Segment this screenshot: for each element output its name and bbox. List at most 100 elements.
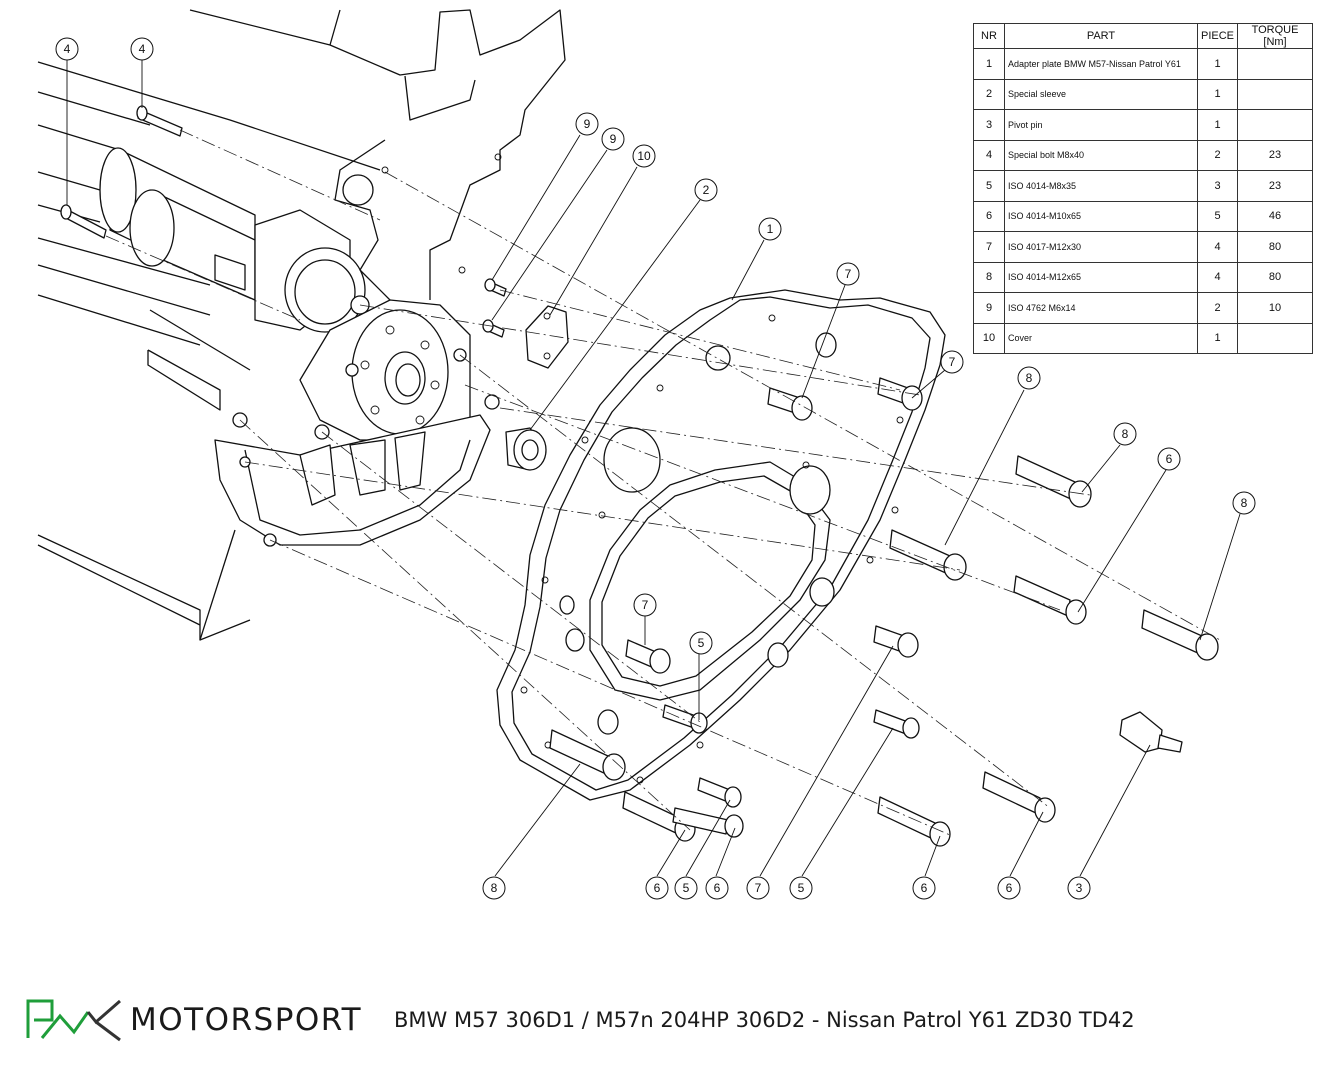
cell-torque: 80	[1237, 231, 1314, 263]
balloon: 3	[1067, 876, 1091, 900]
balloon: 6	[645, 876, 669, 900]
centerlines	[105, 129, 1221, 836]
cell-torque	[1237, 78, 1314, 110]
svg-text:5: 5	[698, 636, 705, 650]
footer: MOTORSPORT BMW M57 306D1 / M57n 204HP 30…	[26, 996, 1135, 1044]
drawing-caption: BMW M57 306D1 / M57n 204HP 306D2 - Nissa…	[394, 1008, 1135, 1032]
svg-text:5: 5	[683, 881, 690, 895]
cover-plate	[525, 305, 569, 369]
pivot-pin	[1119, 711, 1183, 753]
cell-nr: 9	[973, 292, 1005, 324]
cell-piece: 4	[1196, 261, 1239, 293]
cell-nr: 3	[973, 109, 1005, 141]
svg-text:6: 6	[1166, 452, 1173, 466]
balloon: 10	[632, 144, 656, 168]
cell-part: ISO 4762 M6x14	[1004, 292, 1198, 324]
svg-text:6: 6	[654, 881, 661, 895]
svg-text:6: 6	[921, 881, 928, 895]
cell-part: ISO 4014-M10x65	[1004, 200, 1198, 232]
cell-part: Special sleeve	[1004, 78, 1198, 110]
balloon: 7	[836, 262, 860, 286]
balloon: 6	[912, 876, 936, 900]
cell-part: ISO 4014-M12x65	[1004, 261, 1198, 293]
cell-piece: 2	[1196, 139, 1239, 171]
cell-nr: 2	[973, 78, 1005, 110]
balloon: 4	[130, 37, 154, 61]
balloon: 1	[758, 217, 782, 241]
svg-text:7: 7	[755, 881, 762, 895]
balloon: 7	[746, 876, 770, 900]
engine-block	[37, 9, 566, 641]
cell-nr: 5	[973, 170, 1005, 202]
cell-part: ISO 4014-M8x35	[1004, 170, 1198, 202]
svg-text:7: 7	[845, 267, 852, 281]
cell-part: Adapter plate BMW M57-Nissan Patrol Y61	[1004, 48, 1198, 80]
balloon: 5	[674, 876, 698, 900]
balloon: 8	[1113, 422, 1137, 446]
column-header-torque: TORQUE [Nm]	[1237, 23, 1314, 49]
svg-text:9: 9	[610, 132, 617, 146]
balloon: 9	[601, 127, 625, 151]
starter-motor	[99, 147, 370, 333]
svg-text:7: 7	[949, 355, 956, 369]
balloon: 6	[705, 876, 729, 900]
column-header-part: PART	[1004, 23, 1198, 49]
svg-text:2: 2	[703, 183, 710, 197]
cell-torque: 80	[1237, 261, 1314, 293]
balloon: 2	[694, 178, 718, 202]
cell-part: Special bolt M8x40	[1004, 139, 1198, 171]
svg-text:1: 1	[767, 222, 774, 236]
svg-text:4: 4	[64, 42, 71, 56]
cell-torque	[1237, 109, 1314, 141]
cell-nr: 10	[973, 322, 1005, 354]
column-header-piece: PIECE	[1196, 23, 1239, 49]
balloon: 5	[789, 876, 813, 900]
special-sleeve	[505, 427, 547, 471]
balloon: 8	[1232, 491, 1256, 515]
cell-piece: 1	[1196, 48, 1239, 80]
cell-torque	[1237, 48, 1314, 80]
balloon: 4	[55, 37, 79, 61]
balloon: 7	[940, 350, 964, 374]
cell-piece: 1	[1196, 78, 1239, 110]
bellhousing-lower	[214, 348, 500, 547]
svg-text:4: 4	[139, 42, 146, 56]
cell-nr: 6	[973, 200, 1005, 232]
cell-torque: 10	[1237, 292, 1314, 324]
balloon: 8	[1017, 366, 1041, 390]
svg-text:5: 5	[798, 881, 805, 895]
cell-piece: 2	[1196, 292, 1239, 324]
svg-text:10: 10	[637, 149, 651, 163]
svg-text:8: 8	[491, 881, 498, 895]
cell-part: Pivot pin	[1004, 109, 1198, 141]
cell-torque	[1237, 322, 1314, 354]
balloon: 9	[575, 112, 599, 136]
cell-torque: 23	[1237, 139, 1314, 171]
cell-nr: 4	[973, 139, 1005, 171]
cell-part: Cover	[1004, 322, 1198, 354]
svg-text:3: 3	[1076, 881, 1083, 895]
svg-text:9: 9	[584, 117, 591, 131]
balloon: 6	[997, 876, 1021, 900]
cell-piece: 5	[1196, 200, 1239, 232]
cell-nr: 7	[973, 231, 1005, 263]
cell-piece: 1	[1196, 109, 1239, 141]
cell-piece: 4	[1196, 231, 1239, 263]
brand-name: MOTORSPORT	[130, 1002, 363, 1038]
balloon: 7	[633, 593, 657, 617]
balloon: 5	[689, 631, 713, 655]
svg-text:7: 7	[642, 598, 649, 612]
table-header-row: NR PART PIECE TORQUE [Nm]	[973, 23, 1314, 49]
column-header-nr: NR	[973, 23, 1005, 49]
